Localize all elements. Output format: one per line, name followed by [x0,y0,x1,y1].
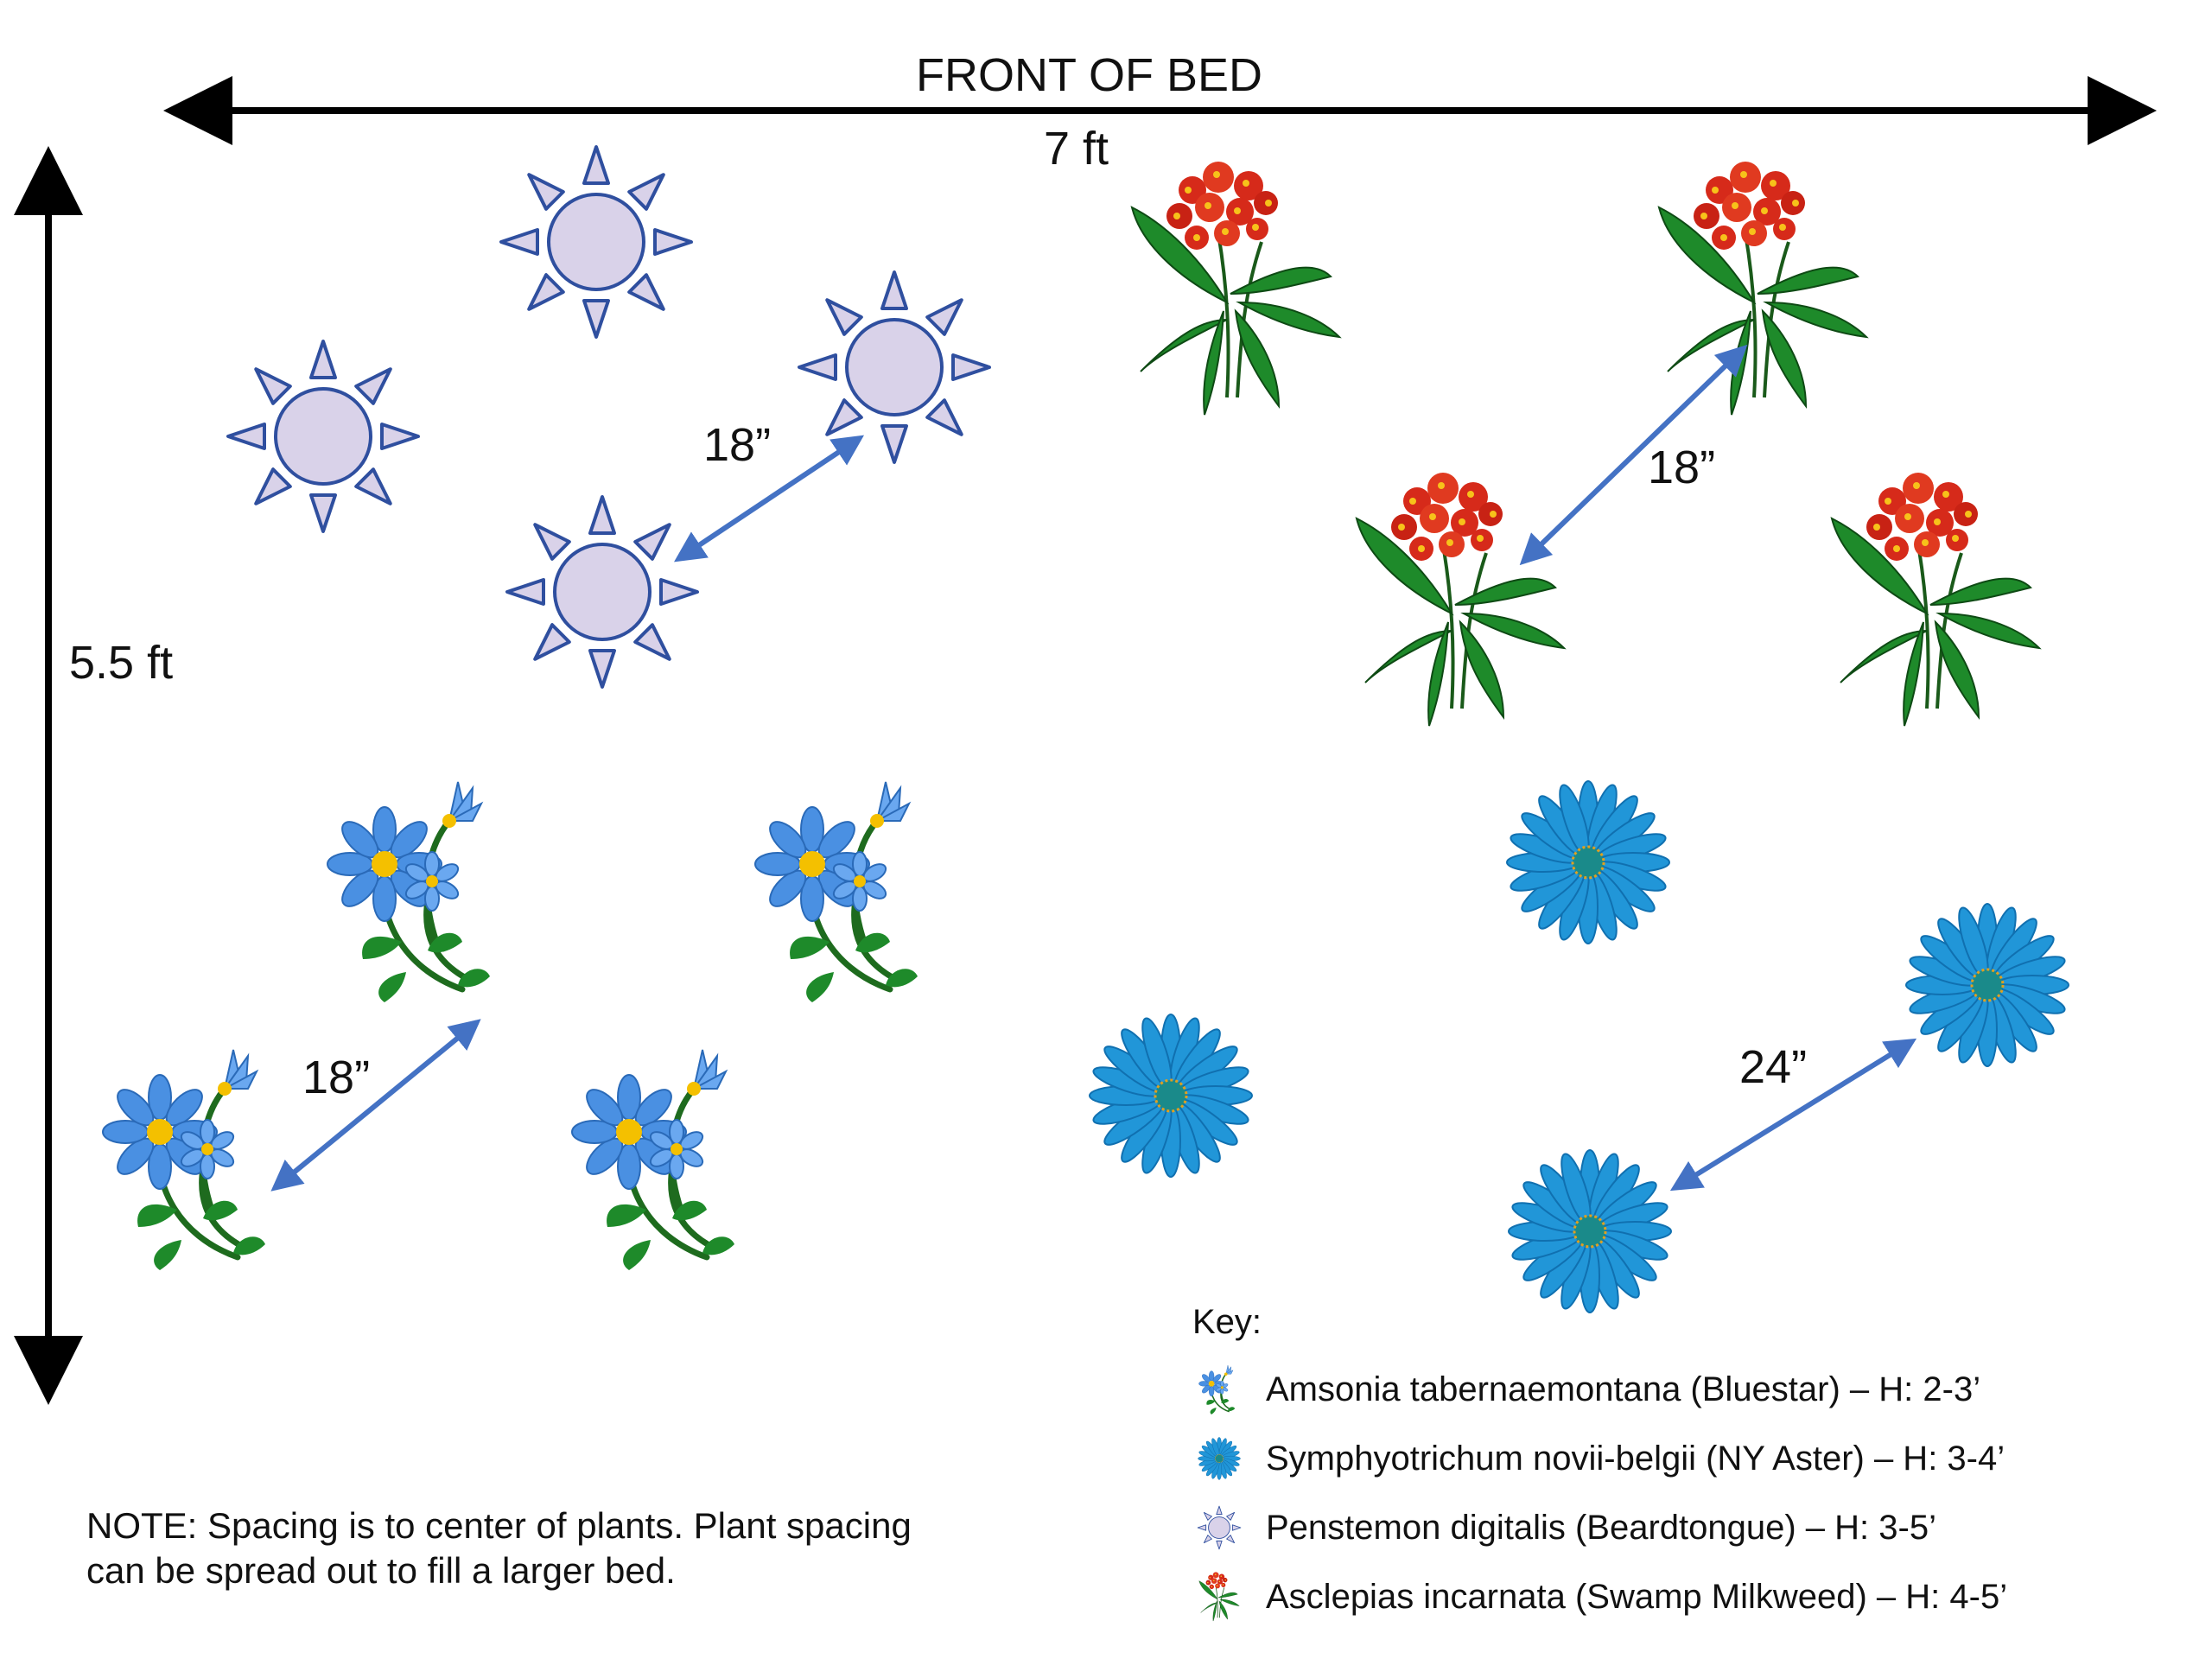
front-of-bed-label: FRONT OF BED [916,49,1263,101]
beardtongue-icon [1197,1505,1242,1550]
note-line: NOTE: Spacing is to center of plants. Pl… [86,1505,912,1546]
aster-spacing-label: 24” [1739,1041,1808,1093]
swamp-milkweed-icon [1130,160,1341,416]
bluestar-icon [572,1050,734,1270]
ny-aster-icon [1505,779,1671,945]
spacing-arrow [674,435,864,563]
note-line: can be spread out to fill a larger bed. [86,1550,676,1591]
ny-aster-icon [1198,1437,1241,1480]
swamp-milkweed-icon [1198,1571,1240,1622]
bluestar-icon [755,782,918,1002]
swamp-milkweed-icon [1657,160,1868,416]
key-item-label: Asclepias incarnata (Swamp Milkweed) – H… [1266,1577,2008,1616]
beardtongue-spacing-label: 18” [703,419,772,471]
milkweed-spacing-label: 18” [1648,442,1716,493]
beardtongue-icon [505,495,699,689]
ny-aster-icon [1507,1148,1673,1314]
bed-depth-label: 5.5 ft [69,637,174,689]
beardtongue-icon [226,340,420,533]
swamp-milkweed-icon [1830,471,2041,728]
bluestar-spacing-label: 18” [302,1052,371,1103]
key-item-label: Penstemon digitalis (Beardtongue) – H: 3… [1266,1508,1936,1547]
key-item-label: Amsonia tabernaemontana (Bluestar) – H: … [1266,1370,1981,1408]
key-item-beardtongue: Penstemon digitalis (Beardtongue) – H: 3… [1197,1502,1936,1554]
bluestar-icon [103,1050,265,1270]
key-item-label: Symphyotrichum novii-belgii (NY Aster) –… [1266,1439,2005,1478]
bed-width-label: 7 ft [1044,123,1109,175]
ny-aster-icon [1904,902,2070,1068]
beardtongue-icon [798,270,991,464]
key-item-bluestar: Amsonia tabernaemontana (Bluestar) – H: … [1197,1363,1980,1415]
bluestar-icon [1198,1364,1236,1415]
spacing-arrow [270,1019,481,1192]
spacing-arrow [1519,344,1748,566]
spacing-note: NOTE: Spacing is to center of plants. Pl… [86,1503,1123,1593]
key-title: Key: [1192,1303,1262,1341]
bluestar-icon [327,782,490,1002]
key-item-swamp-milkweed: Asclepias incarnata (Swamp Milkweed) – H… [1197,1571,2007,1623]
swamp-milkweed-icon [1355,471,1566,728]
spacing-arrow [1669,1038,1917,1192]
key-item-ny-aster: Symphyotrichum novii-belgii (NY Aster) –… [1197,1433,2005,1484]
ny-aster-icon [1088,1013,1254,1179]
beardtongue-icon [499,145,693,339]
